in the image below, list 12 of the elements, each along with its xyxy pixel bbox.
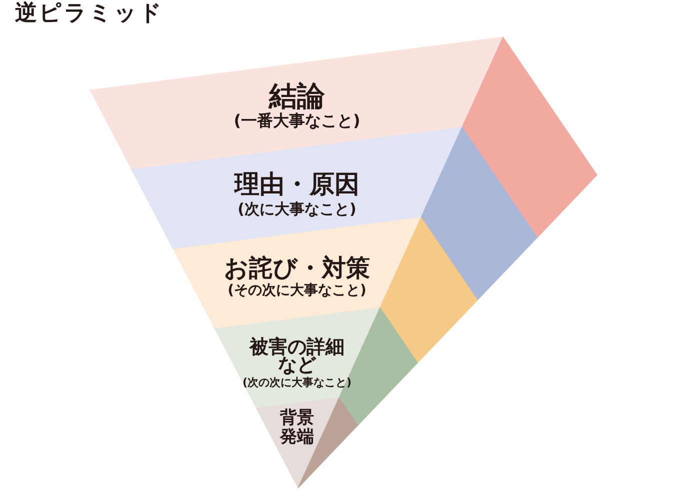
layer-note: (次の次に大事なこと)	[242, 376, 352, 390]
layer-heading: 被害の詳細など	[248, 338, 346, 374]
pyramid-layer	[90, 37, 597, 238]
diagram-title: 逆ピラミッド	[15, 2, 164, 26]
layer-heading: 理由・原因	[234, 170, 360, 198]
layer-heading: 背景発端	[278, 408, 315, 448]
layer-note: (次に大事なこと)	[238, 200, 356, 218]
layer-heading: 結論	[269, 82, 325, 112]
pyramid-layer	[256, 397, 358, 488]
layer-note: (一番大事なこと)	[234, 112, 360, 130]
layer-note: (その次に大事なこと)	[228, 283, 366, 299]
layer-heading: お詫び・対策	[224, 254, 370, 282]
